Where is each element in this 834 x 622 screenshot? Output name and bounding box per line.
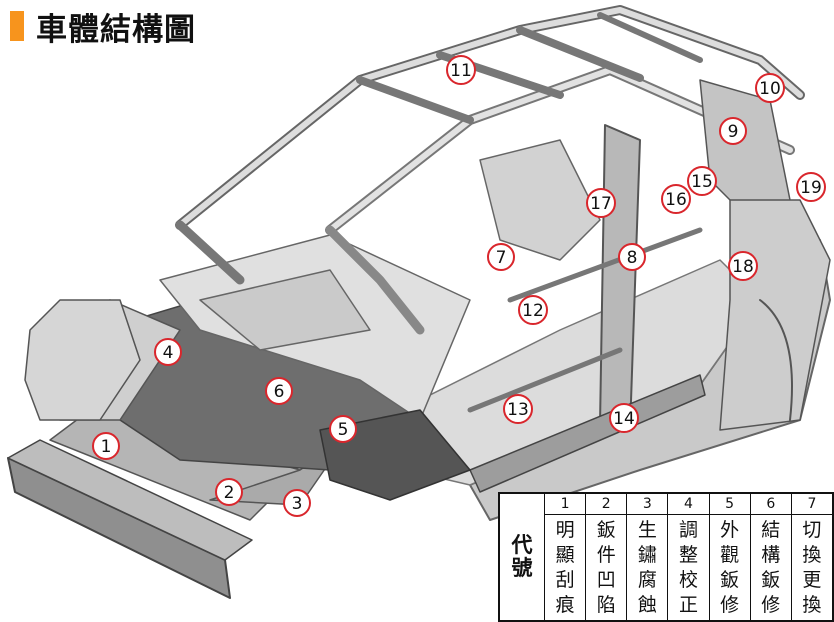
legend-code-number: 1 xyxy=(545,494,586,515)
legend-label-char: 號 xyxy=(511,556,533,580)
legend-char: 結 xyxy=(761,518,781,541)
callout-19-label: 19 xyxy=(800,178,822,198)
legend-char: 構 xyxy=(761,543,781,566)
callout-7: 7 xyxy=(487,243,515,271)
legend-code-description: 外 觀 鈑 修 xyxy=(710,515,750,620)
legend-char: 觀 xyxy=(720,543,740,566)
legend-char: 更 xyxy=(802,569,822,592)
legend-char: 腐 xyxy=(637,569,657,592)
callout-3: 3 xyxy=(283,489,311,517)
legend-char: 鈑 xyxy=(761,569,781,592)
legend-char: 整 xyxy=(678,543,698,566)
legend-char: 蝕 xyxy=(637,594,657,617)
callout-4: 4 xyxy=(154,338,182,366)
callout-16-label: 16 xyxy=(665,190,687,210)
legend-code-description: 明 顯 刮 痕 xyxy=(545,515,585,620)
callout-6-label: 6 xyxy=(274,382,285,402)
callout-17-label: 17 xyxy=(590,194,612,214)
legend-code-number: 5 xyxy=(709,494,750,515)
callout-3-label: 3 xyxy=(292,494,303,514)
legend-char: 鈑 xyxy=(720,569,740,592)
legend-char: 痕 xyxy=(555,594,575,617)
legend-column-3: 3 生 鏽 腐 蝕 xyxy=(627,494,669,620)
legend-column-1: 1 明 顯 刮 痕 xyxy=(545,494,587,620)
callout-13-label: 13 xyxy=(507,400,529,420)
legend-code-description: 鈑 件 凹 陷 xyxy=(586,515,626,620)
legend-column-5: 5 外 觀 鈑 修 xyxy=(709,494,751,620)
callout-7-label: 7 xyxy=(496,248,507,268)
legend-label: 代 號 xyxy=(500,494,545,620)
callout-15: 15 xyxy=(687,166,717,196)
legend-code-description: 切 換 更 換 xyxy=(792,515,832,620)
legend-code-description: 結 構 鈑 修 xyxy=(751,515,791,620)
legend-column-2: 2 鈑 件 凹 陷 xyxy=(586,494,628,620)
legend-code-number: 4 xyxy=(668,494,709,515)
callout-16: 16 xyxy=(661,184,691,214)
legend-char: 換 xyxy=(802,543,822,566)
callout-17: 17 xyxy=(586,188,616,218)
legend-char: 修 xyxy=(761,594,781,617)
legend-char: 鈑 xyxy=(596,518,616,541)
legend-char: 件 xyxy=(596,543,616,566)
callout-11: 11 xyxy=(446,55,476,85)
legend-char: 明 xyxy=(555,518,575,541)
legend-code-description: 調 整 校 正 xyxy=(668,515,708,620)
legend-code-number: 6 xyxy=(750,494,791,515)
callout-12: 12 xyxy=(518,295,548,325)
callout-5: 5 xyxy=(329,415,357,443)
callout-11-label: 11 xyxy=(450,61,472,81)
callout-1: 1 xyxy=(92,432,120,460)
callout-2: 2 xyxy=(215,478,243,506)
legend-char: 鏽 xyxy=(637,543,657,566)
legend-code-number: 7 xyxy=(791,494,832,515)
callout-19: 19 xyxy=(796,172,826,202)
legend-char: 調 xyxy=(678,518,698,541)
legend-char: 切 xyxy=(802,518,822,541)
callout-14-label: 14 xyxy=(613,409,635,429)
callout-15-label: 15 xyxy=(691,172,713,192)
title-accent-bar xyxy=(10,11,24,41)
legend-char: 外 xyxy=(720,518,740,541)
legend-code-number: 2 xyxy=(586,494,627,515)
legend-code-description: 生 鏽 腐 蝕 xyxy=(627,515,667,620)
callout-6: 6 xyxy=(265,377,293,405)
legend-column-6: 6 結 構 鈑 修 xyxy=(750,494,792,620)
callout-8-label: 8 xyxy=(627,248,638,268)
callout-12-label: 12 xyxy=(522,301,544,321)
callout-14: 14 xyxy=(609,403,639,433)
damage-code-legend: 代 號 1 明 顯 刮 痕 2 鈑 件 凹 陷 3 生 鏽 腐 蝕 4 調 xyxy=(498,492,834,622)
callout-1-label: 1 xyxy=(101,437,112,457)
legend-char: 修 xyxy=(720,594,740,617)
callout-4-label: 4 xyxy=(163,343,174,363)
callout-2-label: 2 xyxy=(224,483,235,503)
callout-10-label: 10 xyxy=(759,79,781,99)
legend-char: 校 xyxy=(678,569,698,592)
legend-column-4: 4 調 整 校 正 xyxy=(668,494,710,620)
legend-char: 正 xyxy=(678,594,698,617)
legend-char: 顯 xyxy=(555,543,575,566)
legend-char: 刮 xyxy=(555,569,575,592)
legend-code-number: 3 xyxy=(627,494,668,515)
legend-char: 凹 xyxy=(596,569,616,592)
title-bar: 車體結構圖 xyxy=(10,4,196,48)
legend-char: 生 xyxy=(637,518,657,541)
callout-8: 8 xyxy=(618,243,646,271)
callout-5-label: 5 xyxy=(338,420,349,440)
callout-9-label: 9 xyxy=(728,122,739,142)
page-title: 車體結構圖 xyxy=(36,11,196,48)
legend-label-char: 代 xyxy=(511,533,533,557)
callout-markers: 1 2 3 4 5 6 7 8 9 10 11 12 13 14 15 16 1… xyxy=(92,55,826,517)
callout-13: 13 xyxy=(503,394,533,424)
callout-18: 18 xyxy=(728,251,758,281)
legend-column-7: 7 切 換 更 換 xyxy=(791,494,832,620)
legend-char: 換 xyxy=(802,594,822,617)
callout-18-label: 18 xyxy=(732,257,754,277)
callout-9: 9 xyxy=(719,117,747,145)
callout-10: 10 xyxy=(755,73,785,103)
legend-char: 陷 xyxy=(596,594,616,617)
